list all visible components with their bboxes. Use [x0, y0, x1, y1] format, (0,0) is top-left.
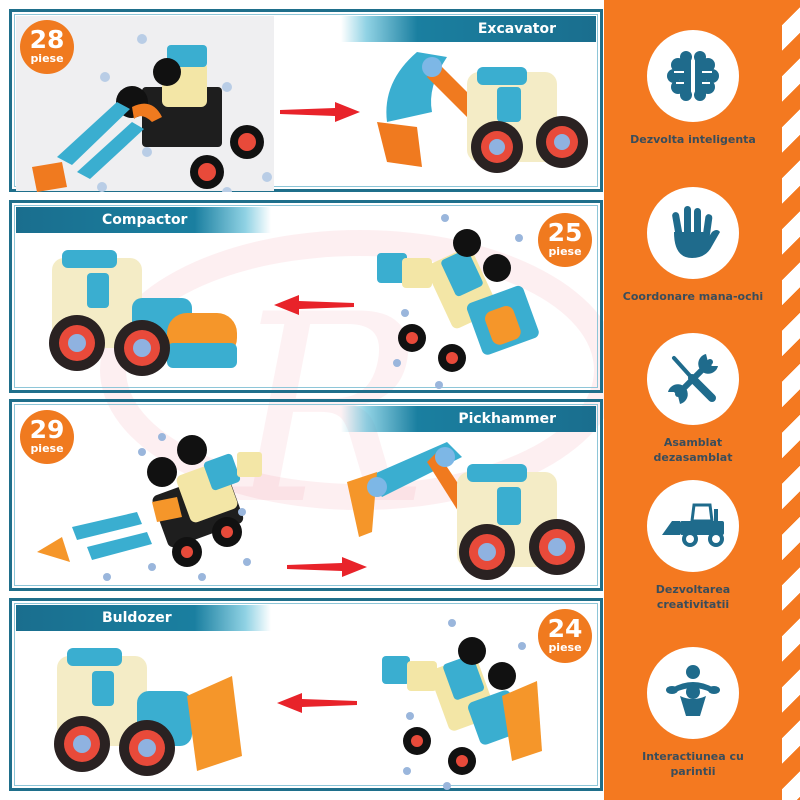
feature-icon-circle: [647, 333, 739, 425]
arrow-right-icon: [280, 102, 360, 122]
panel-title: Pickhammer: [341, 406, 596, 432]
pieces-count: 25: [547, 218, 583, 247]
disassembled-buldozer-image: [382, 619, 542, 790]
panel-excavator: Excavator 28 piese: [9, 9, 603, 192]
pieces-label: piese: [548, 641, 582, 654]
pieces-badge: 24 piese: [538, 609, 592, 663]
feature-icon-circle: [647, 647, 739, 739]
feature-assembly: Asamblat dezasamblat: [604, 333, 782, 465]
pieces-badge: 29 piese: [20, 410, 74, 464]
feature-icon-circle: [647, 30, 739, 122]
feature-label-line2: creativitatii: [656, 598, 730, 611]
feature-creativity: Dezvoltarea creativitatii: [604, 480, 782, 612]
pieces-label: piese: [548, 245, 582, 258]
assembled-compactor-image: [49, 250, 237, 376]
disassembled-pickhammer-image: [37, 433, 262, 581]
disassembled-excavator-image: [32, 34, 272, 192]
panel-pickhammer: Pickhammer 29 piese: [9, 399, 603, 591]
assembled-buldozer-image: [54, 648, 242, 776]
feature-hand-eye: Coordonare mana-ochi: [604, 187, 782, 304]
parent-child-icon: [666, 665, 720, 716]
feature-label-line1: Asamblat: [663, 436, 723, 449]
arrow-left-icon: [274, 295, 354, 315]
tools-icon: [668, 354, 718, 404]
feature-label: Dezvolta inteligenta: [630, 133, 756, 146]
brain-icon: [667, 51, 719, 101]
feature-label-line2: parintii: [670, 765, 716, 778]
panel-buldozer: Buldozer 24 piese: [9, 598, 603, 791]
feature-label: Interactiunea cu parintii: [604, 749, 782, 779]
panel-compactor: Compactor 25 piese: [9, 200, 603, 393]
feature-label-line1: Dezvoltarea: [655, 583, 731, 596]
bulldozer-icon: [662, 503, 724, 547]
feature-parent-interaction: Interactiunea cu parintii: [604, 647, 782, 779]
disassembled-compactor-image: [377, 214, 539, 389]
pieces-label: piese: [30, 442, 64, 455]
arrow-right-icon: [287, 557, 367, 577]
pieces-count: 29: [29, 415, 65, 444]
feature-label: Dezvoltarea creativitatii: [604, 582, 782, 612]
features-sidebar: Dezvolta inteligenta Coordonare mana-och…: [604, 0, 800, 800]
pieces-count: 24: [547, 614, 583, 643]
feature-label-line2: dezasamblat: [653, 451, 733, 464]
feature-label-line1: Interactiunea cu: [642, 750, 744, 763]
hand-icon: [672, 206, 720, 258]
panel-title: Buldozer: [16, 605, 271, 631]
feature-intelligence: Dezvolta inteligenta: [604, 30, 782, 147]
feature-icon-circle: [647, 187, 739, 279]
pieces-count: 28: [29, 25, 65, 54]
feature-label: Coordonare mana-ochi: [622, 290, 764, 303]
assembled-excavator-image: [377, 52, 588, 173]
pieces-badge: 25 piese: [538, 213, 592, 267]
assembled-pickhammer-image: [347, 442, 585, 580]
hazard-stripes: [782, 0, 800, 800]
pieces-badge: 28 piese: [20, 20, 74, 74]
pieces-label: piese: [30, 52, 64, 65]
panel-title: Excavator: [341, 16, 596, 42]
panel-title: Compactor: [16, 207, 271, 233]
feature-icon-circle: [647, 480, 739, 572]
feature-label: Asamblat dezasamblat: [604, 435, 782, 465]
arrow-left-icon: [277, 693, 357, 713]
